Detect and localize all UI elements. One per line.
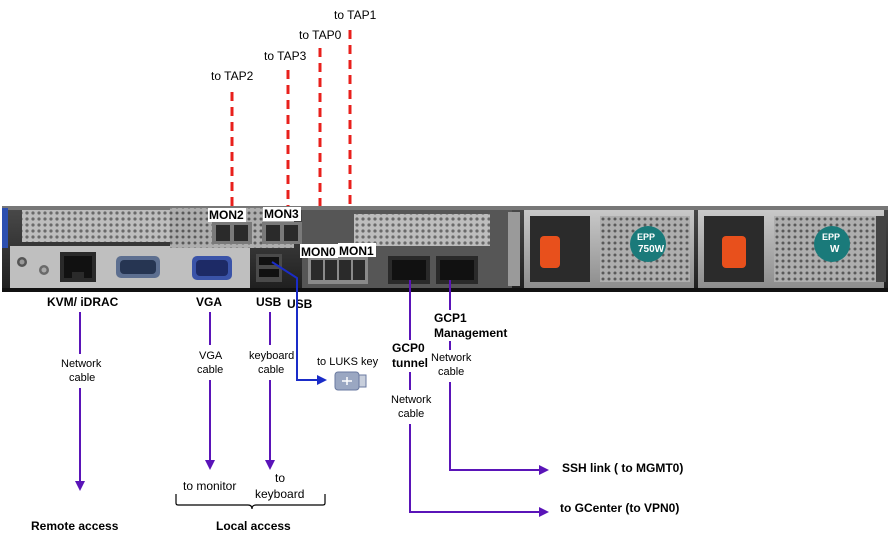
gcp0-cable-label-1: Network (391, 394, 432, 406)
kvm-cable-label-2: cable (69, 372, 95, 384)
tap2-label: to TAP2 (211, 69, 254, 83)
luks-label: to LUKS key (317, 356, 379, 368)
tap-lines (230, 30, 352, 212)
gcp1-title-2: Management (434, 326, 507, 340)
psu2-watt: W (830, 244, 840, 255)
local-access-brace (175, 494, 326, 510)
gcp0-title-1: GCP0 (392, 341, 425, 355)
usb-side-title: USB (287, 297, 313, 311)
usb-key-icon (334, 371, 367, 391)
tap1-label: to TAP1 (334, 8, 377, 22)
usb-title: USB (256, 295, 282, 309)
psu1-watt: 750W (638, 244, 665, 255)
to-keyboard-label-2: keyboard (255, 487, 304, 501)
to-keyboard-label-1: to (275, 471, 285, 485)
gcp0-cable-label-2: cable (398, 408, 424, 420)
tap3-label: to TAP3 (264, 49, 307, 63)
port-label-mon3: MON3 (264, 207, 299, 221)
remote-access-label: Remote access (31, 519, 119, 533)
vga-title: VGA (196, 295, 222, 309)
ssh-link-label: SSH link ( to MGMT0) (562, 461, 683, 475)
kvm-title: KVM/ iDRAC (47, 295, 119, 309)
gcp0-arrow (409, 424, 549, 517)
keyboard-cable-label-2: cable (258, 364, 284, 376)
psu1-badge: EPP (637, 232, 655, 242)
luks-cable (271, 261, 327, 385)
gcp1-cable-label-1: Network (431, 352, 472, 364)
local-access-label: Local access (216, 519, 291, 533)
tap0-label: to TAP0 (299, 28, 342, 42)
port-label-mon2: MON2 (209, 208, 244, 222)
psu2-badge: EPP (822, 232, 840, 242)
vga-cable-label-1: VGA (199, 350, 223, 362)
gcp1-arrow (449, 382, 549, 475)
gcp1-cable-label-2: cable (438, 366, 464, 378)
vga-cable-label-2: cable (197, 364, 223, 376)
to-monitor-label: to monitor (183, 479, 236, 493)
port-label-mon1: MON1 (339, 244, 374, 258)
gcenter-label: to GCenter (to VPN0) (560, 501, 679, 515)
keyboard-cable-label-1: keyboard (249, 350, 294, 362)
kvm-cable-label-1: Network (61, 358, 102, 370)
port-label-mon0: MON0 (301, 245, 336, 259)
gcp0-title-2: tunnel (392, 356, 428, 370)
server-chassis (2, 206, 888, 292)
gcp1-title-1: GCP1 (434, 311, 467, 325)
